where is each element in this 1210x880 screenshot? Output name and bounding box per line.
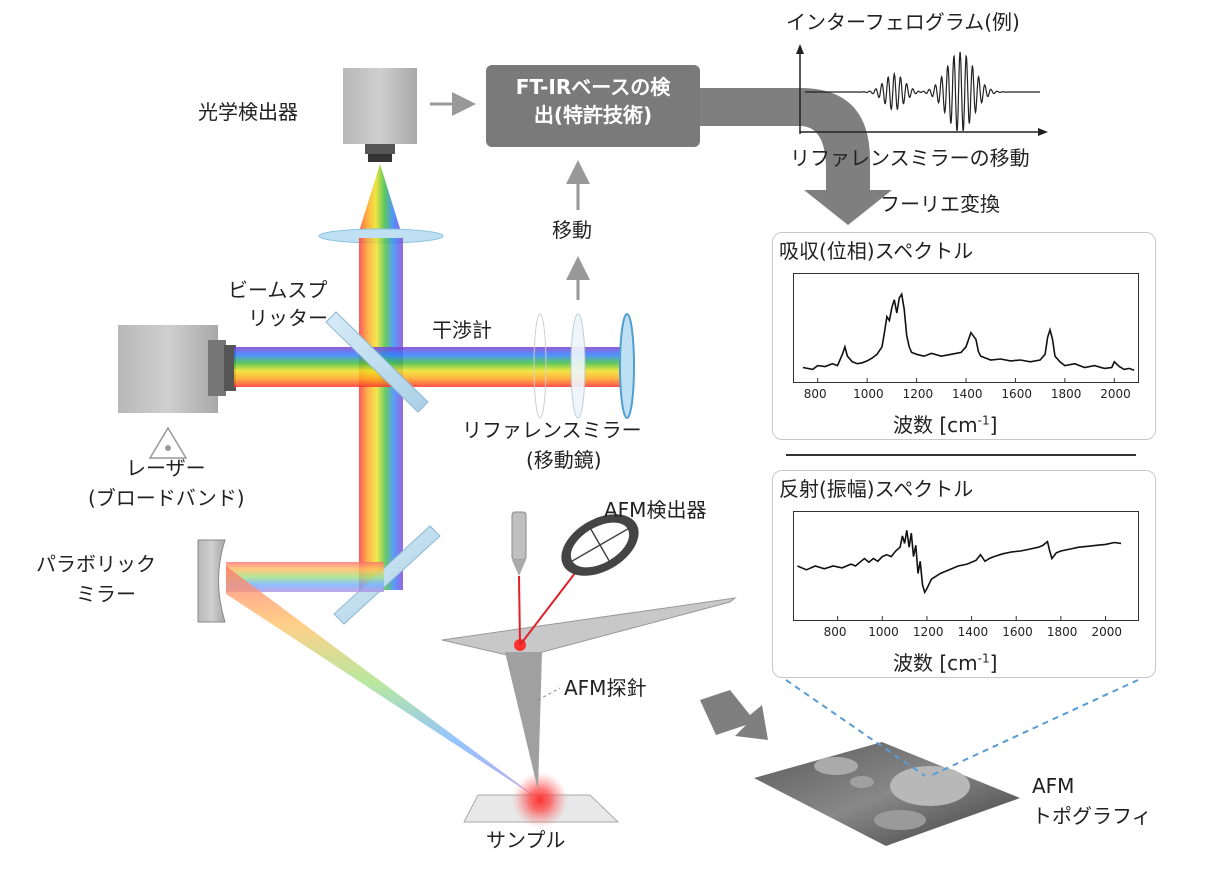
- label-move: 移動: [552, 218, 592, 242]
- x-tick-label: 1400: [952, 387, 983, 401]
- reflection-xlabel-sup: -1: [977, 651, 990, 666]
- reflection-plot: [797, 530, 1122, 621]
- laser-source: [118, 325, 236, 413]
- afm-probe-leader: [537, 687, 561, 701]
- reflection-xlabel: 波数 [cm-1]: [893, 647, 997, 676]
- beam-to-detector: [358, 164, 402, 235]
- ftir-label-2: 出(特許技術): [533, 103, 653, 127]
- reflection-xlabel-end: ]: [989, 651, 998, 675]
- beam-horizontal: [234, 347, 626, 387]
- interferogram-axes: [796, 44, 1048, 136]
- label-optical-detector: 光学検出器: [198, 100, 298, 124]
- ftir-detection-box: FT-IRベースの検 出(特許技術): [486, 65, 700, 147]
- reference-mirror: [533, 313, 635, 419]
- label-parabolic-2: ミラー: [76, 582, 136, 606]
- x-tick-label: 1400: [957, 625, 989, 639]
- label-ref-mirror-2: (移動鏡): [526, 448, 602, 472]
- x-tick-label: 1200: [912, 625, 944, 639]
- x-tick-label: 1600: [1002, 625, 1033, 639]
- label-afm-detector: AFM検出器: [604, 498, 707, 522]
- absorption-xlabel-sup: -1: [977, 413, 990, 428]
- label-laser-1: レーザー: [126, 456, 206, 480]
- label-parabolic-1: パラボリック: [36, 552, 156, 576]
- sample-glow: [512, 772, 568, 828]
- arrow-to-topography: [700, 690, 768, 740]
- beam-vertical: [359, 238, 403, 590]
- x-tick-label: 2000: [1091, 625, 1123, 639]
- beam-splitter: [325, 311, 429, 413]
- ftir-label-1: FT-IRベースの検: [515, 75, 671, 99]
- label-ref-mirror-1: リファレンスミラー: [462, 418, 642, 442]
- absorption-xlabel: 波数 [cm-1]: [893, 409, 997, 438]
- topo-link-right: [929, 679, 1139, 777]
- optical-detector: [343, 68, 417, 162]
- label-interferogram-title: インターフェログラム(例): [786, 10, 1020, 34]
- x-tick-label: 1800: [1050, 387, 1082, 401]
- label-interferometer: 干渉計: [432, 318, 492, 342]
- x-tick-label: 1000: [868, 625, 899, 639]
- afm-tip: [505, 652, 542, 790]
- absorption-plot: [802, 292, 1135, 383]
- label-afm-probe: AFM探針: [564, 676, 647, 700]
- label-afm-topo-2: トポグラフィ: [1032, 804, 1152, 828]
- reflection-plot-frame: [793, 511, 1139, 621]
- afm-detector: [561, 514, 639, 576]
- separator-line: [786, 454, 1136, 456]
- x-tick-label: 1800: [1046, 625, 1078, 639]
- laser-warning-icon: [148, 426, 188, 459]
- x-tick-label: 800: [823, 625, 847, 639]
- fold-mirror: [333, 525, 441, 625]
- x-tick-label: 1000: [853, 387, 884, 401]
- absorption-xlabel-main: 波数 [cm: [893, 413, 978, 437]
- beam-to-sample: [226, 566, 540, 800]
- x-tick-label: 1200: [902, 387, 934, 401]
- label-laser-2: (ブロードバンド): [88, 486, 245, 510]
- afm-topography: [754, 742, 1020, 846]
- reflection-title: 反射(振幅)スペクトル: [779, 477, 974, 501]
- afm-cantilever: [441, 597, 737, 659]
- spectrum-line: [802, 292, 1135, 372]
- interferogram-trace: [805, 51, 1040, 132]
- x-tick-label: 1600: [1001, 387, 1032, 401]
- afm-laser-source: [511, 511, 527, 576]
- arrow-to-fourier: [700, 88, 892, 225]
- x-tick-label: 800: [803, 387, 827, 401]
- spectrum-line: [797, 530, 1122, 595]
- reflection-xlabel-main: 波数 [cm: [893, 651, 978, 675]
- x-tick-label: 2000: [1100, 387, 1131, 401]
- absorption-xlabel-end: ]: [989, 413, 998, 437]
- label-fourier: フーリエ変換: [880, 192, 1000, 216]
- parabolic-mirror: [197, 539, 226, 623]
- absorption-title: 吸収(位相)スペクトル: [779, 239, 974, 263]
- afm-laser-in: [518, 575, 521, 646]
- label-afm-topo-1: AFM: [1032, 774, 1075, 798]
- label-ref-mirror-move: リファレンスミラーの移動: [790, 146, 1030, 170]
- label-beamsplitter-2: リッター: [248, 306, 328, 330]
- label-sample: サンプル: [486, 828, 566, 852]
- label-beamsplitter-1: ビームスプ: [228, 278, 328, 302]
